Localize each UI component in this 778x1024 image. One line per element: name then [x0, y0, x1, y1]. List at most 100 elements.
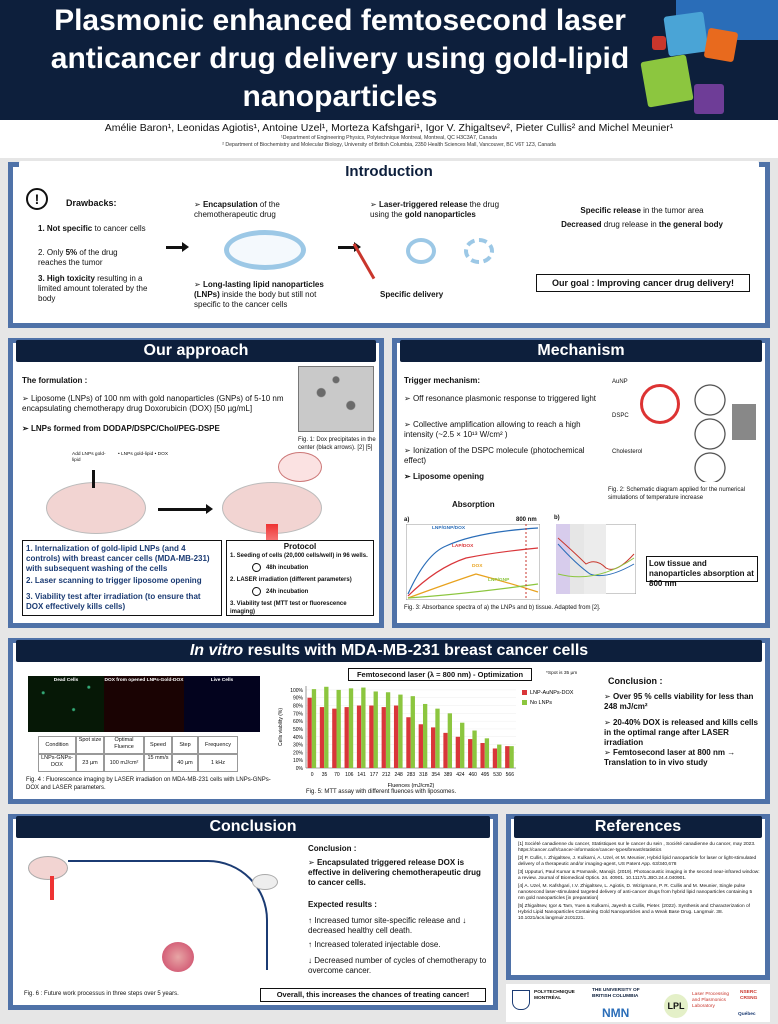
conclusion-panel: Conclusion Fig. 6 : Future work processu… [8, 814, 498, 1010]
bar-no-lnps [361, 687, 366, 768]
stacked-liposomes-icon [690, 382, 730, 482]
bar-lnp-aunps-dox [369, 705, 374, 768]
absorption-heading: Absorption [452, 500, 495, 509]
bar-lnp-aunps-dox [344, 707, 349, 768]
conclusion-title: Conclusion [16, 816, 490, 838]
release-2-bold: Decreased [561, 220, 602, 229]
bar-no-lnps [509, 746, 514, 768]
drawback-3-text: resulting in a limited amount tolerated … [38, 274, 148, 303]
liposome-icon [224, 230, 306, 270]
y-tick-label: 60% [293, 719, 304, 725]
image-label-dead: Dead Cells [53, 678, 79, 683]
conclusion-bullet-text: Encapsulated triggered release DOX is ef… [308, 858, 481, 887]
formulation-heading: The formulation : [22, 376, 88, 385]
fig4-caption: Fig. 4 : Fluorescence imaging by LASER i… [26, 777, 271, 791]
x-tick-label: 141 [357, 772, 366, 778]
trigger-heading: Trigger mechanism: [404, 376, 481, 385]
curve-label-3: DOX [472, 564, 483, 569]
affiliation-1: ¹Department of Engineering Physics, Poly… [281, 135, 497, 141]
reference-item: [5] Zhigaltsev, Igor & Tam, Yuen & Kulka… [518, 904, 750, 921]
bar-no-lnps [447, 713, 453, 768]
invitro-panel: In vitro results with MDA-MB-231 breast … [8, 638, 770, 804]
intro-title: Introduction [19, 161, 759, 183]
release-line-2: Decreased drug release in the general bo… [532, 220, 752, 230]
drawback-3: 3. High toxicity resulting in a limited … [38, 274, 158, 304]
table-header-cell: Speed [144, 736, 172, 754]
protocol-incubation-1: 48h incubation [266, 565, 309, 571]
polytechnique-crest-icon [512, 990, 530, 1010]
band-nir1 [584, 524, 606, 594]
curve-label-2: LAP/DOX [452, 544, 474, 549]
table-cell: 15 mm/s [144, 754, 172, 772]
curve-lnp-gnp-dox [407, 527, 539, 595]
bar-no-lnps [324, 686, 329, 768]
y-tick-label: 50% [293, 727, 304, 733]
table-header-cell: Spot size [76, 736, 104, 754]
bar-lnp-aunps-dox [431, 727, 436, 768]
mechanism-panel: Mechanism Trigger mechanism: ➢ Off reson… [392, 338, 770, 628]
logo-lpl: LPL [664, 994, 688, 1018]
bar-no-lnps [336, 689, 341, 768]
bar-lnp-aunps-dox [492, 748, 498, 768]
arrow-1-icon [166, 246, 184, 249]
drawback-2-tail: of the drug reaches the tumor [38, 248, 118, 267]
x-tick-label: 212 [382, 772, 391, 778]
formulation-bullet-1: ➢ Liposome (LNPs) of 100 nm with gold na… [22, 394, 284, 413]
dspc-label: DSPC [612, 413, 629, 419]
x-tick-label: 460 [469, 772, 478, 778]
curve-lap-dox [407, 547, 539, 597]
x-tick-label: 106 [345, 772, 354, 778]
bar-no-lnps [385, 692, 391, 768]
protocol-heading: Protocol [283, 542, 317, 551]
fig3-caption: Fig. 3: Absorbance spectra of a) the LNP… [404, 605, 601, 611]
mech-bullet-1-text: Off resonance plasmonic response to trig… [412, 394, 597, 403]
logo-nmn: NMN [602, 1006, 630, 1020]
logo-nserc: NSERC CRSNG [740, 990, 758, 1001]
low-absorption-box: Low tissue and nanoparticles absorption … [646, 556, 758, 588]
add-lnps-label: Add LNPs gold-lipid [72, 452, 106, 463]
curve-label-1: LNP/GNP/DOX [432, 526, 466, 531]
tem-image [298, 366, 374, 432]
authors-block: Amélie Baron¹, Leonidas Agiotis¹, Antoin… [0, 122, 778, 158]
conclusion-heading: Conclusion : [308, 844, 357, 853]
clock-icon [252, 563, 261, 572]
bar-lnp-aunps-dox [418, 724, 423, 768]
y-tick-label: 40% [293, 735, 304, 741]
fluorescence-image-dox [104, 676, 184, 732]
fig1-caption: Fig. 1: Dox precipitates in the center (… [298, 437, 376, 451]
references-panel-body [511, 819, 765, 975]
references-list: [1] Société canadienne du cancer, Statis… [518, 842, 760, 922]
logo-lpl-text: Laser Processing and Plasmonics Laborato… [692, 992, 730, 1009]
vitro-conclusion-2: ➢ 20-40% DOX is released and kills cells… [604, 718, 758, 747]
lnp-rest: inside the body but still not specific t… [194, 290, 317, 309]
bar-lnp-aunps-dox [356, 705, 362, 768]
drawback-1-text: to cancer cells [92, 224, 146, 233]
mech-bullet-3-text: Ionization of the DSPC molecule (photoch… [404, 446, 585, 465]
affiliation-2: ² Department of Biochemistry and Molecul… [222, 142, 556, 148]
author-names: Amélie Baron¹, Leonidas Agiotis¹, Antoin… [104, 122, 674, 134]
drawback-2: 2. Only 5% of the drug reaches the tumor [38, 248, 148, 268]
x-tick-label: 283 [407, 772, 416, 778]
table-header-cell: Frequency [198, 736, 238, 754]
curved-arrow-icon [68, 860, 268, 970]
protocol-step-3: 3. Viability test (MTT test or fluoresce… [230, 601, 347, 615]
legend-label: No LNPs [530, 700, 552, 706]
bar-lnp-aunps-dox [468, 739, 473, 768]
y-tick-label: 80% [293, 704, 304, 710]
protocol-box [226, 540, 374, 616]
bar-no-lnps [460, 722, 465, 768]
step-3: 3. Viability test after irradiation (to … [26, 592, 201, 611]
logos-strip: POLYTECHNIQUE MONTRÉAL THE UNIVERSITY OF… [506, 984, 770, 1022]
release-1-text: in the tumor area [640, 206, 704, 215]
mech-bullet-4: ➢ Liposome opening [404, 472, 485, 481]
goal-box: Our goal : Improving cancer drug deliver… [536, 274, 750, 292]
x-tick-label: 566 [506, 772, 515, 778]
conclusion-bullet: ➢ Encapsulated triggered release DOX is … [308, 858, 481, 887]
fluorescence-image-dead [28, 676, 104, 732]
curve-lipid [557, 557, 635, 578]
poster-header: Plasmonic enhanced femtosecond laser ant… [0, 0, 778, 120]
table-cell: 23 µm [76, 754, 104, 772]
arrow-2-head-icon [354, 242, 361, 252]
lnp-bold: Long-lasting lipid nanoparticles (LNPs) [194, 280, 324, 299]
logo-polytechnique: POLYTECHNIQUE MONTRÉAL [534, 990, 575, 1001]
